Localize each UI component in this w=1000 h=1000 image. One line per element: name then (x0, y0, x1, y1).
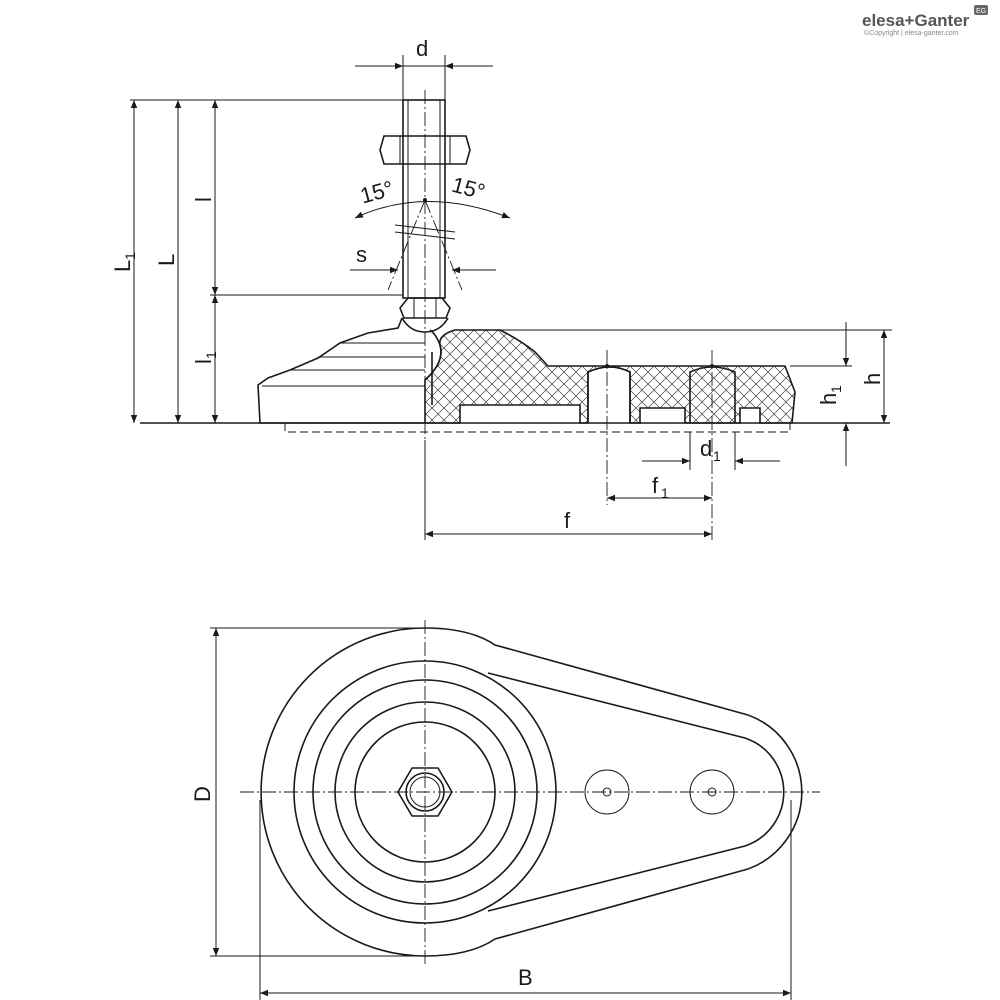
label-h-text: h (860, 373, 885, 385)
label-d1-base: d (700, 436, 712, 461)
label-d1-sub: 1 (713, 448, 721, 464)
tilt-arc (354, 201, 511, 219)
label-h1: h 1 (816, 385, 844, 405)
top-hex-nut (379, 135, 471, 165)
label-L1-base: L (110, 260, 135, 272)
label-D: D (190, 786, 215, 802)
mounting-hole-1 (584, 769, 630, 815)
tilt-line-right (424, 199, 463, 291)
base-hidden-line (284, 423, 791, 433)
label-L-text: L (154, 254, 179, 266)
threaded-stud (402, 99, 446, 299)
label-L: L (154, 254, 179, 266)
ball-socket-curve (424, 329, 442, 381)
label-l: l (191, 197, 216, 202)
label-L1-sub: 1 (122, 252, 138, 260)
hole-mark-1 (605, 364, 609, 368)
brand-badge-shape (974, 5, 988, 15)
hatched-section (424, 329, 796, 424)
label-h1-sub: 1 (828, 385, 844, 393)
base-inner-outline (487, 672, 785, 912)
hole-boss-1 (587, 366, 631, 423)
base-outer-profile (257, 317, 425, 424)
label-l1-base: l (191, 359, 216, 364)
side-view: d 15° 15° s L 1 L l l 1 h h 1 d 1 f 1 f (110, 36, 892, 540)
label-D-text: D (190, 786, 215, 802)
label-angle-left: 15° (357, 176, 396, 209)
top-view: D B (190, 620, 820, 1000)
tilt-line-left (387, 199, 426, 291)
label-f: f (564, 508, 571, 533)
label-d: d (416, 36, 428, 61)
bottom-nut-faces (413, 298, 437, 318)
hole-mark-2 (710, 364, 714, 368)
label-h: h (860, 373, 885, 385)
label-f1-base: f (652, 473, 659, 498)
brand-badge: EG (976, 8, 986, 15)
label-h1-base: h (816, 393, 841, 405)
brand-copyright: ©Copyright | elesa-ganter.com (864, 29, 959, 37)
label-l1: l 1 (191, 351, 219, 364)
label-B: B (518, 965, 533, 990)
label-l-text: l (191, 197, 216, 202)
label-l1-sub: 1 (203, 351, 219, 359)
brand-name: elesa+Ganter (862, 11, 970, 30)
label-L1: L 1 (110, 252, 138, 272)
label-f1-sub: 1 (661, 485, 669, 501)
label-angle-right: 15° (449, 172, 488, 205)
label-s: s (356, 242, 367, 267)
brand-logo: elesa+Ganter ©Copyright | elesa-ganter.c… (862, 5, 988, 37)
